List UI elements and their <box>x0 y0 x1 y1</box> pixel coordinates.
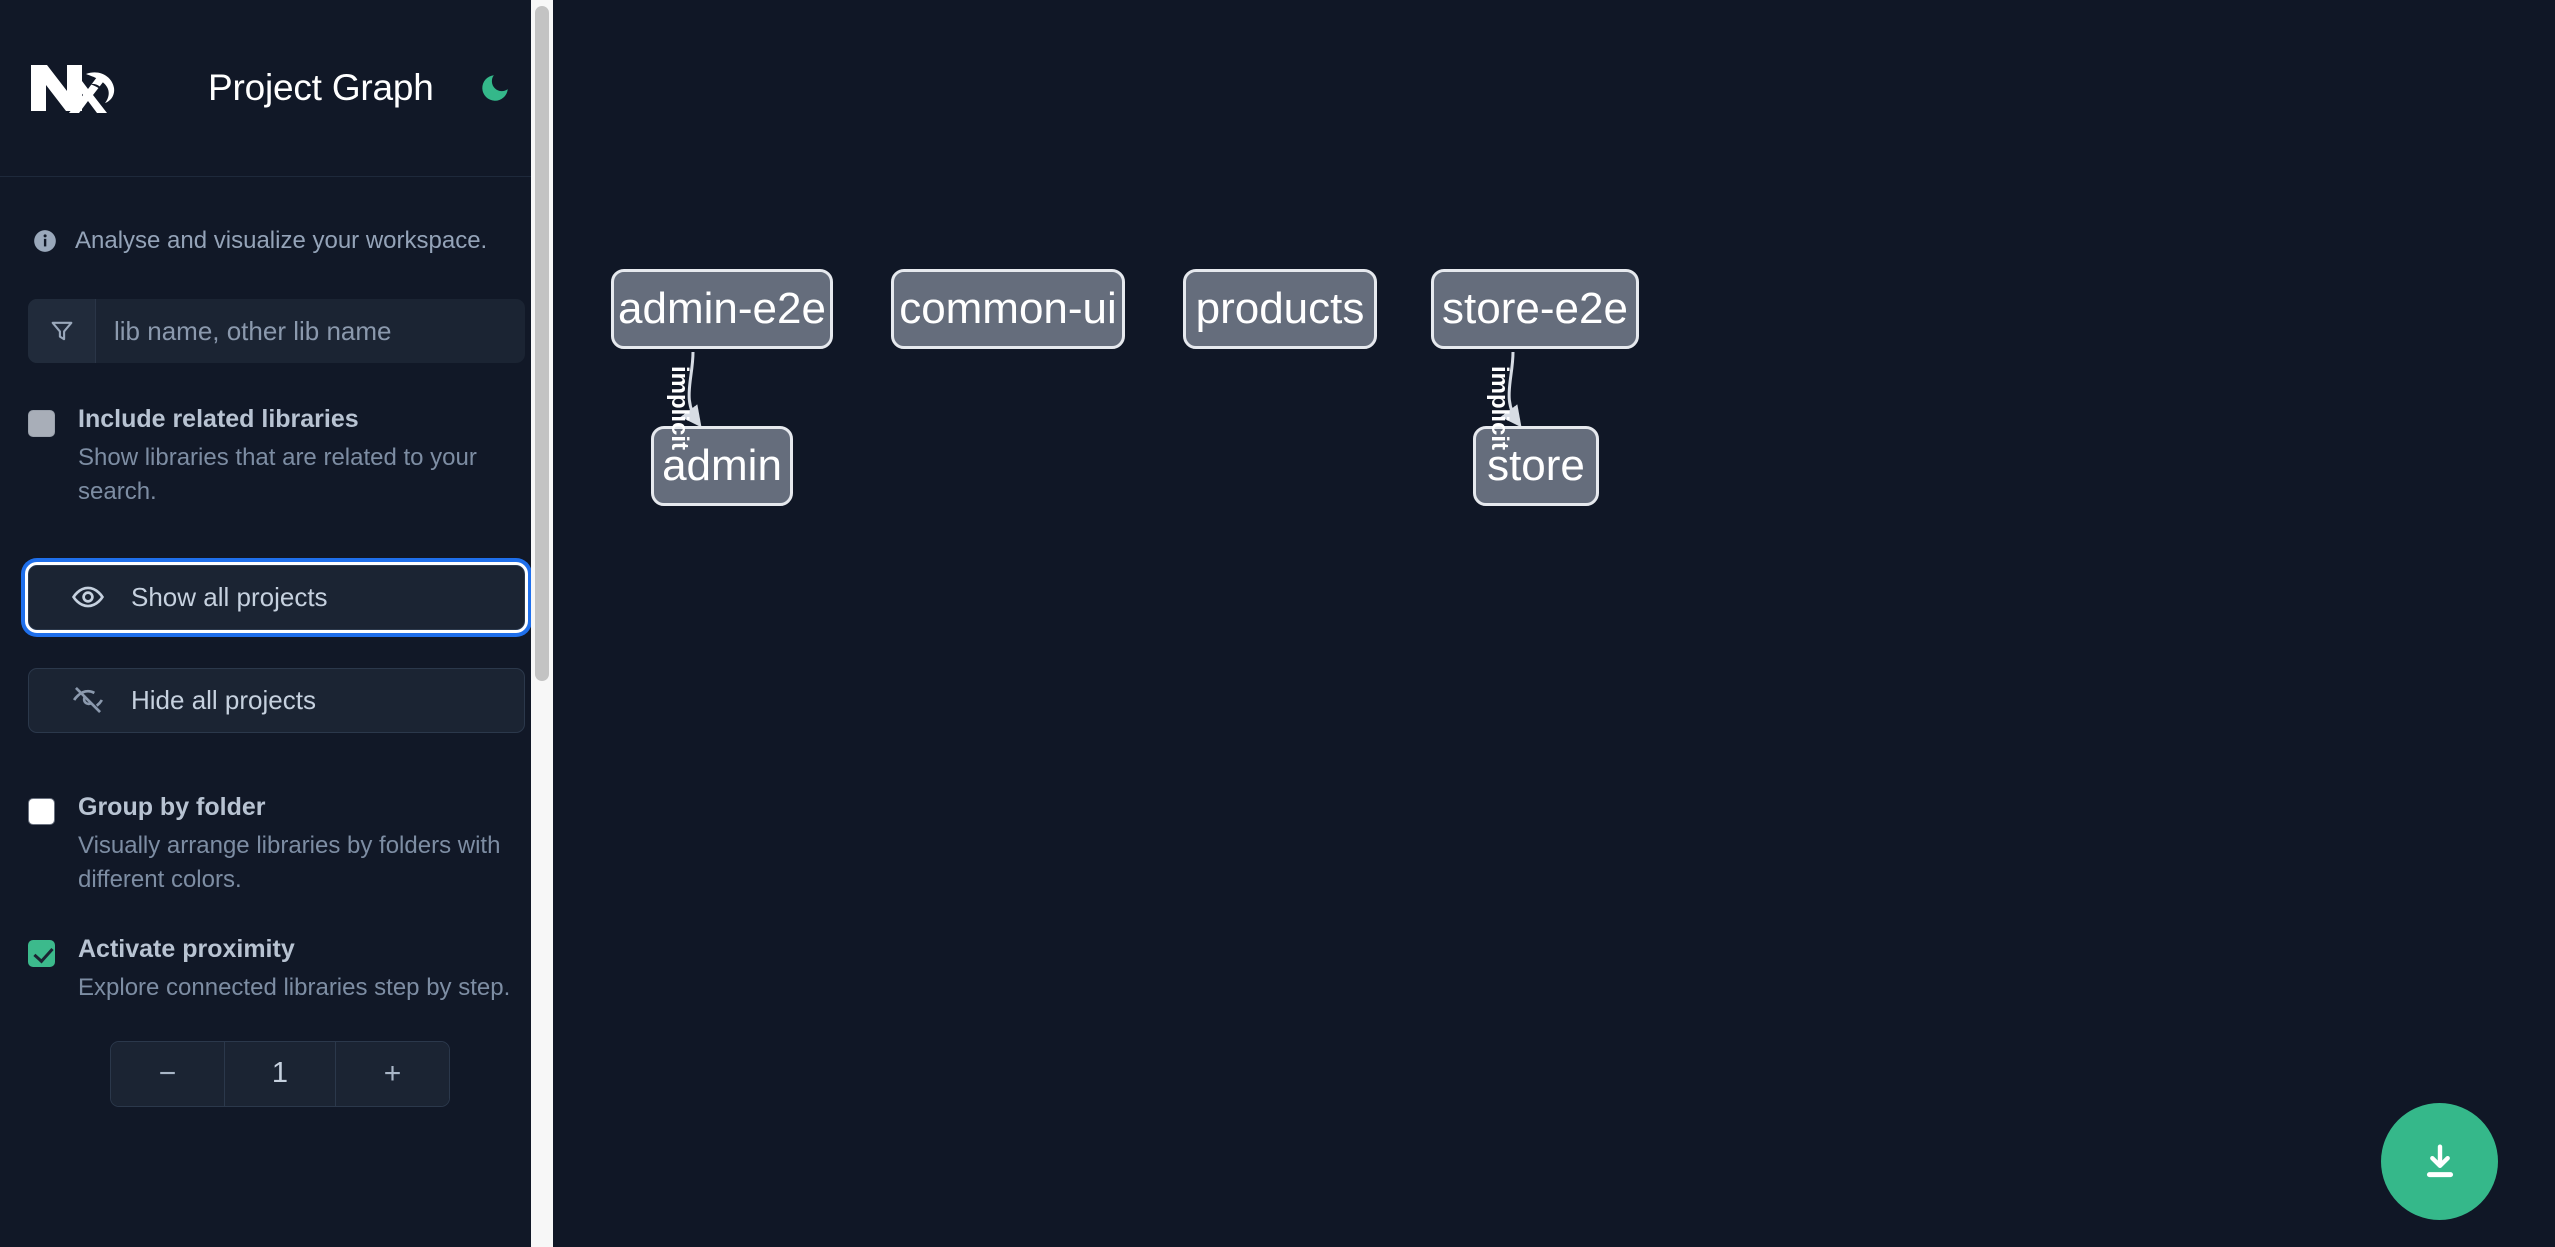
activate-proximity-desc: Explore connected libraries step by step… <box>78 973 511 1001</box>
nx-logo <box>28 57 126 119</box>
graph-edges <box>680 351 1522 428</box>
graph-node-store[interactable]: store <box>1473 426 1599 506</box>
sidebar-scrollbar[interactable] <box>531 0 553 1247</box>
graph-canvas[interactable]: admin-e2e common-ui products store-e2e a… <box>553 0 2555 1247</box>
graph-node-common-ui[interactable]: common-ui <box>891 269 1125 349</box>
graph-node-label: store-e2e <box>1442 284 1628 333</box>
sidebar-scrollbar-thumb[interactable] <box>535 6 549 681</box>
hide-all-projects-label: Hide all projects <box>131 684 316 715</box>
eye-icon <box>71 580 105 614</box>
info-icon <box>32 228 58 254</box>
filter-bar[interactable] <box>28 299 525 363</box>
graph-node-admin-e2e[interactable]: admin-e2e <box>611 269 833 349</box>
show-all-projects-label: Show all projects <box>131 581 328 612</box>
sidebar: Project Graph Analyse and visualize your… <box>0 0 553 1247</box>
graph-node-label: admin <box>662 441 782 490</box>
include-related-libraries-checkbox[interactable] <box>28 410 55 437</box>
moon-icon[interactable] <box>474 67 516 109</box>
graph-node-label: admin-e2e <box>618 284 826 333</box>
graph-node-label: products <box>1195 284 1365 333</box>
proximity-value[interactable]: 1 <box>225 1041 335 1106</box>
search-input[interactable] <box>96 299 525 363</box>
edge-store-e2e-store <box>1500 351 1522 428</box>
spacer <box>28 763 525 791</box>
sidebar-header: Project Graph <box>0 0 553 177</box>
download-graph-button[interactable] <box>2381 1103 2498 1220</box>
include-related-libraries-desc: Show libraries that are related to your … <box>78 443 477 505</box>
hide-all-projects-button[interactable]: Hide all projects <box>28 667 525 733</box>
edge-admin-e2e-admin <box>680 351 702 428</box>
sidebar-info-text: Analyse and visualize your workspace. <box>75 227 488 254</box>
activate-proximity-checkbox[interactable] <box>28 939 55 967</box>
proximity-decrement-button[interactable]: − <box>111 1041 224 1106</box>
graph-node-label: common-ui <box>899 284 1117 333</box>
sidebar-scroll-region: Project Graph Analyse and visualize your… <box>0 0 553 1247</box>
funnel-icon[interactable] <box>28 299 96 363</box>
eye-off-icon <box>71 683 105 717</box>
proximity-stepper[interactable]: − 1 + <box>110 1040 450 1107</box>
divider <box>224 1041 225 1106</box>
option-include-related-libraries[interactable]: Include related libraries Show libraries… <box>28 403 525 509</box>
activate-proximity-label: Activate proximity <box>78 934 295 963</box>
graph-node-label: store <box>1487 441 1585 490</box>
graph-node-admin[interactable]: admin <box>651 426 793 506</box>
option-activate-proximity[interactable]: Activate proximity Explore connected lib… <box>28 933 525 1005</box>
option-group-by-folder[interactable]: Group by folder Visually arrange librari… <box>28 791 525 897</box>
graph-node-products[interactable]: products <box>1183 269 1377 349</box>
spacer <box>28 545 525 565</box>
proximity-increment-button[interactable]: + <box>336 1041 449 1106</box>
group-by-folder-checkbox[interactable] <box>28 797 55 825</box>
show-all-projects-button[interactable]: Show all projects <box>25 561 528 633</box>
include-related-libraries-label: Include related libraries <box>78 405 359 433</box>
group-by-folder-label: Group by folder <box>78 792 266 821</box>
app-title: Project Graph <box>208 67 434 108</box>
graph-node-store-e2e[interactable]: store-e2e <box>1431 269 1639 349</box>
sidebar-body: Include related libraries Show libraries… <box>0 299 553 1107</box>
group-by-folder-desc: Visually arrange libraries by folders wi… <box>78 831 501 893</box>
sidebar-info: Analyse and visualize your workspace. <box>0 177 553 299</box>
divider <box>335 1041 336 1106</box>
download-icon <box>2426 1143 2453 1177</box>
